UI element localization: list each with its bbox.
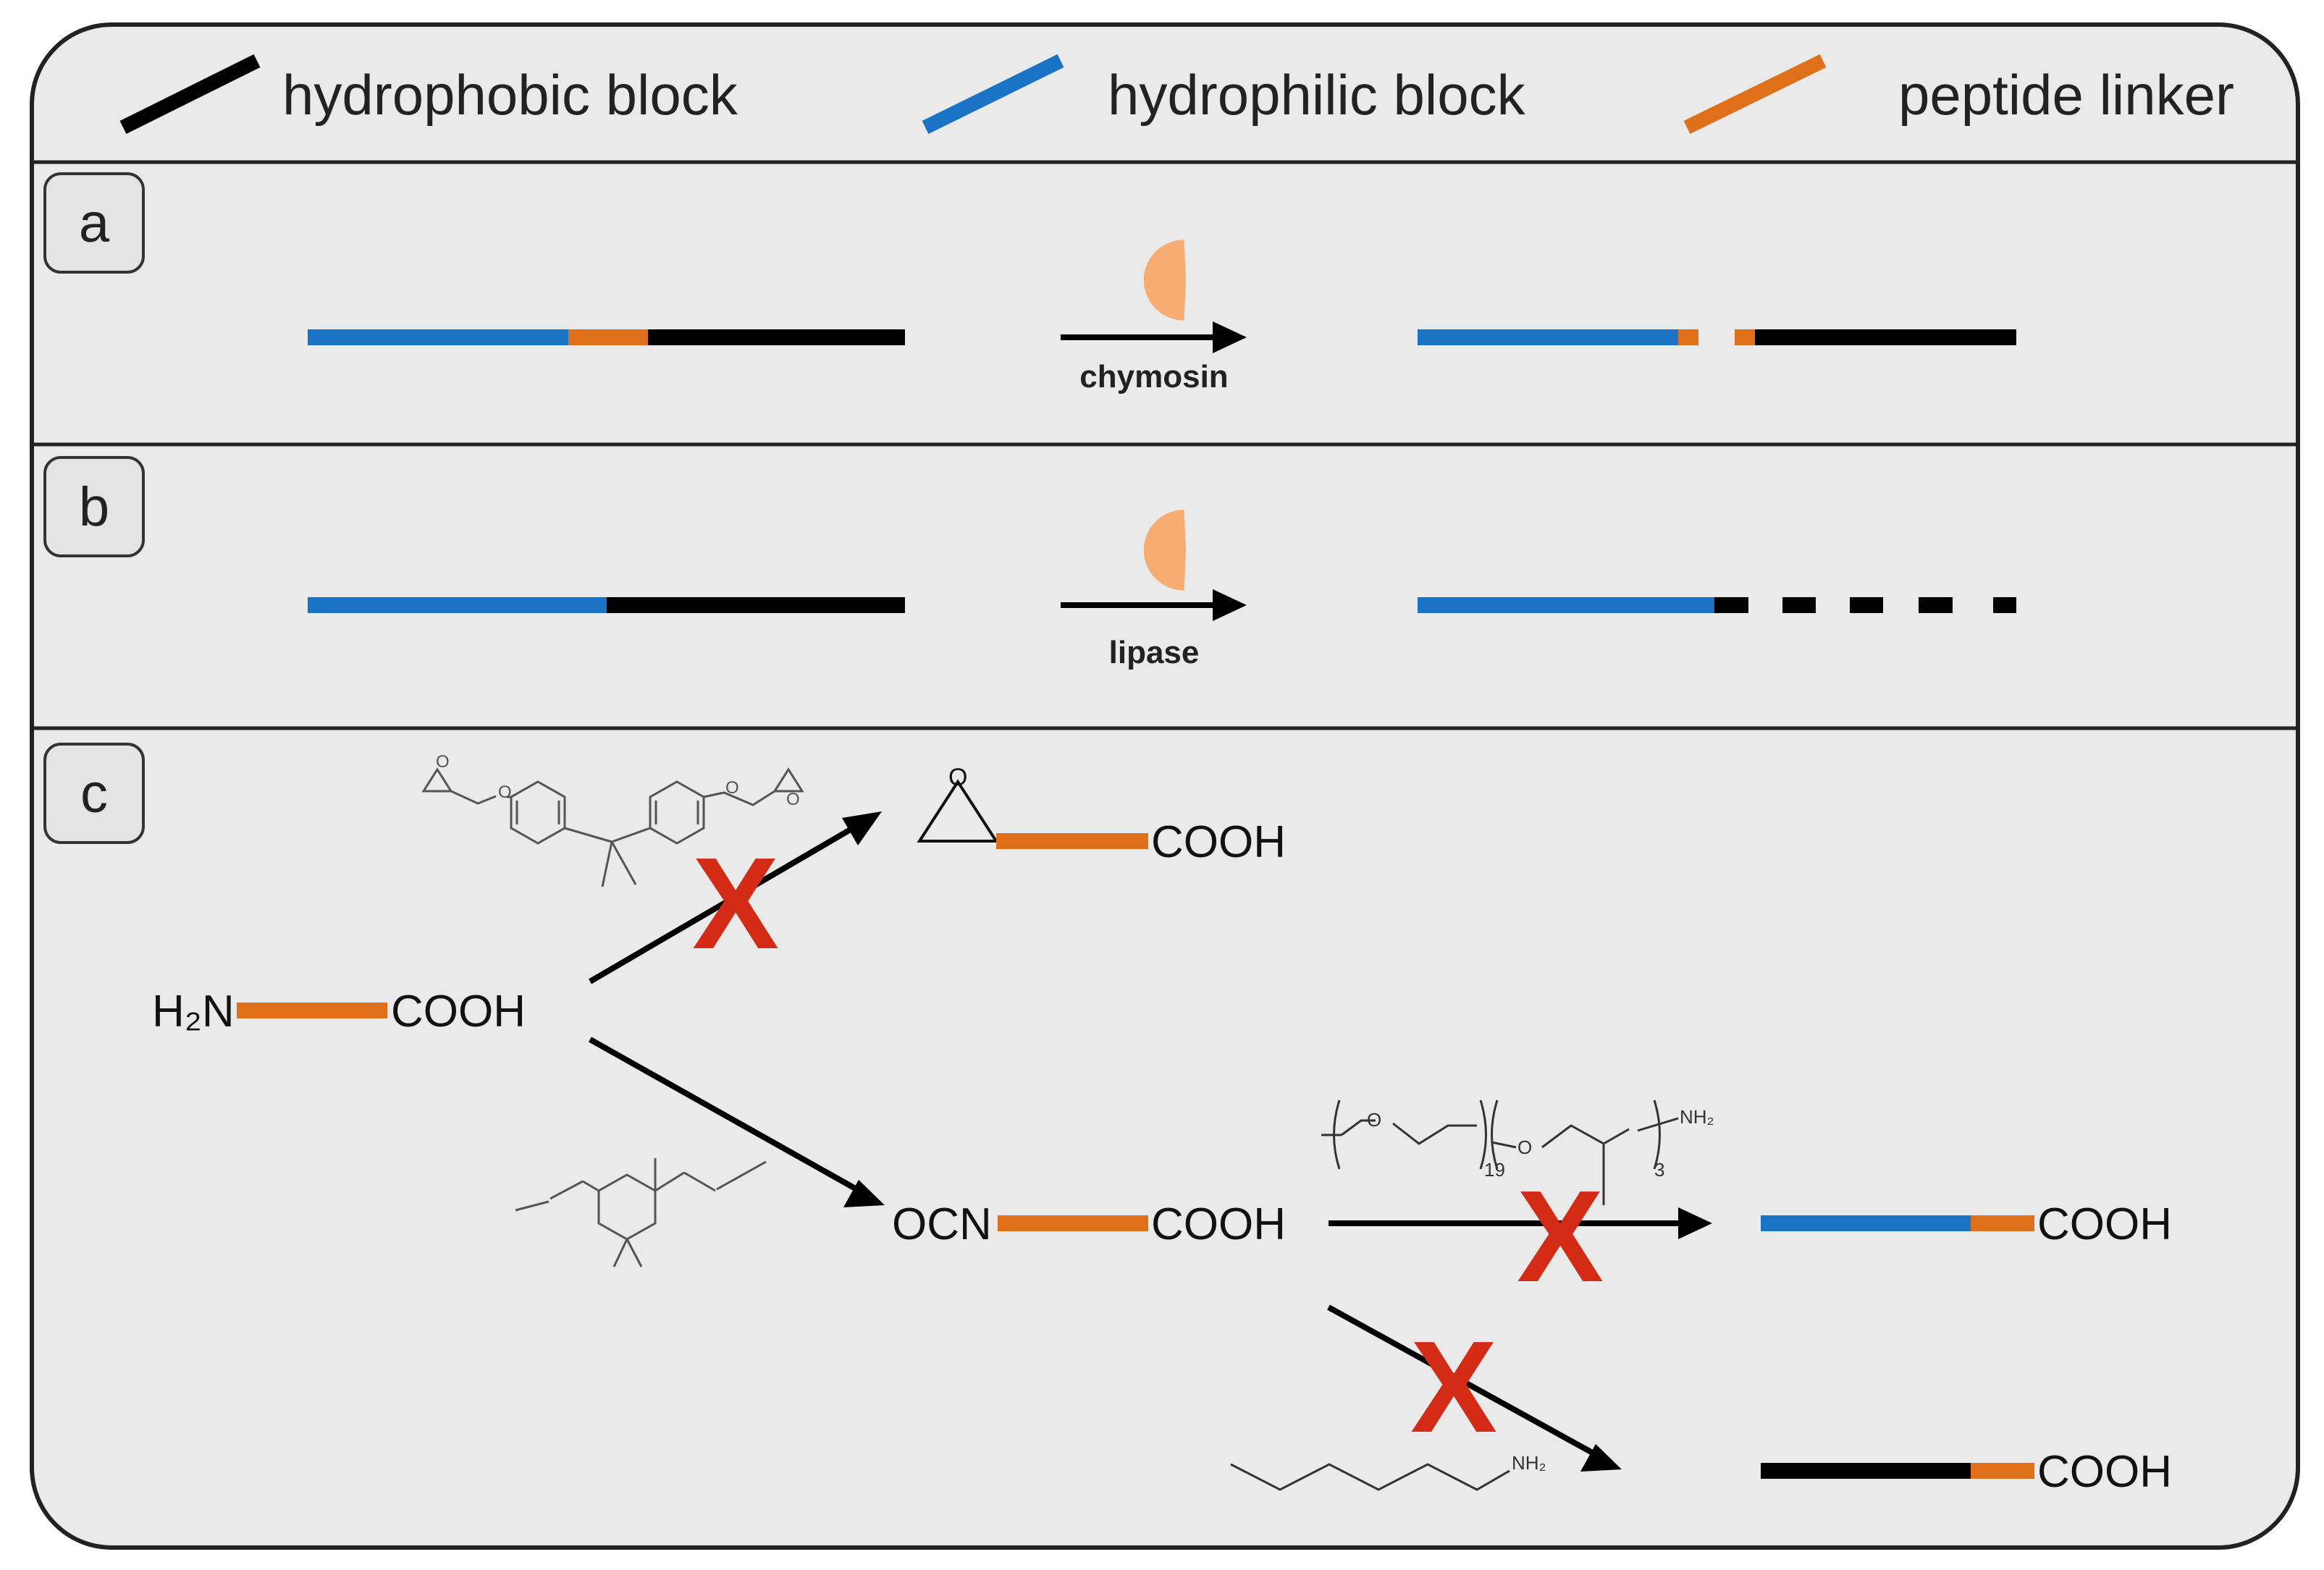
a-enzyme-icon bbox=[1143, 240, 1186, 321]
c-arrow-alkyl-head bbox=[1580, 1444, 1622, 1472]
c-start-amine: H₂N bbox=[152, 987, 235, 1037]
panel-b: b lipase bbox=[43, 456, 2016, 670]
isocyanate-ocn: OCN bbox=[892, 1199, 992, 1249]
b-enzyme-icon bbox=[1143, 510, 1186, 591]
c-arrow-epoxide bbox=[588, 822, 860, 984]
isocyanate-acid: COOH bbox=[1151, 1199, 1286, 1249]
epoxide-product-acid: COOH bbox=[1151, 817, 1286, 867]
panel-a: a chymosin bbox=[43, 172, 2016, 394]
peg-subscript-19: 19 bbox=[1484, 1159, 1505, 1181]
legend-linker-swatch bbox=[1683, 54, 1827, 134]
c-arrow-peg-head bbox=[1678, 1207, 1712, 1239]
legend: hydrophobic block hydrophilic block pept… bbox=[119, 54, 2234, 134]
alkyl-product-acid: COOH bbox=[2037, 1447, 2172, 1497]
legend-hydrophilic-label: hydrophilic block bbox=[1108, 63, 1526, 127]
c-arrow-isocyanate bbox=[589, 1037, 859, 1193]
epoxide-o: O bbox=[948, 764, 967, 791]
c-arrow-epoxide-head bbox=[842, 811, 882, 845]
panel-a-label-box bbox=[43, 172, 145, 274]
bisepoxide-o-1: O bbox=[436, 752, 450, 772]
peg-o-1: O bbox=[1367, 1109, 1381, 1131]
legend-hydrophobic-label: hydrophobic block bbox=[282, 63, 738, 127]
legend-hydrophobic-swatch bbox=[119, 54, 261, 134]
c-cross-alkyl: X bbox=[1410, 1314, 1497, 1460]
legend-linker-label: peptide linker bbox=[1898, 63, 2234, 127]
bisepoxide-o-3: O bbox=[725, 778, 739, 798]
panel-b-label: b bbox=[79, 476, 109, 538]
hexylamine-structure bbox=[1230, 1463, 1510, 1491]
peg-amine-structure bbox=[1321, 1100, 1679, 1205]
c-start-acid: COOH bbox=[391, 987, 526, 1037]
c-cross-epoxide: X bbox=[692, 831, 779, 976]
epoxide-ring bbox=[917, 779, 999, 843]
b-reaction-arrowhead bbox=[1213, 589, 1247, 621]
panel-c: c H₂N COOH O O O O X bbox=[43, 743, 2172, 1497]
peg-subscript-3: 3 bbox=[1654, 1159, 1664, 1181]
b-enzyme-label: lipase bbox=[1109, 635, 1200, 670]
panel-b-label-box bbox=[43, 456, 145, 557]
bisepoxide-o-2: O bbox=[498, 782, 512, 802]
legend-hydrophilic-swatch bbox=[922, 54, 1064, 134]
peg-product-acid: COOH bbox=[2037, 1199, 2172, 1249]
c-arrow-alkyl bbox=[1327, 1304, 1598, 1458]
c-arrow-isocyanate-head bbox=[843, 1180, 885, 1207]
a-enzyme-label: chymosin bbox=[1079, 359, 1228, 394]
peg-nh2: NH₂ bbox=[1680, 1106, 1714, 1128]
hexylamine-nh2: NH₂ bbox=[1512, 1452, 1546, 1474]
bisepoxide-structure bbox=[421, 767, 804, 887]
figure-frame bbox=[30, 22, 2300, 1550]
panel-c-label: c bbox=[80, 763, 108, 824]
a-reaction-arrowhead bbox=[1213, 321, 1247, 353]
panel-c-label-box bbox=[43, 743, 145, 844]
peg-o-2: O bbox=[1517, 1136, 1532, 1158]
panel-a-label: a bbox=[79, 193, 110, 254]
bisepoxide-o-4: O bbox=[786, 790, 800, 809]
diisocyanate-structure bbox=[515, 1158, 767, 1267]
c-cross-peg: X bbox=[1517, 1164, 1604, 1309]
